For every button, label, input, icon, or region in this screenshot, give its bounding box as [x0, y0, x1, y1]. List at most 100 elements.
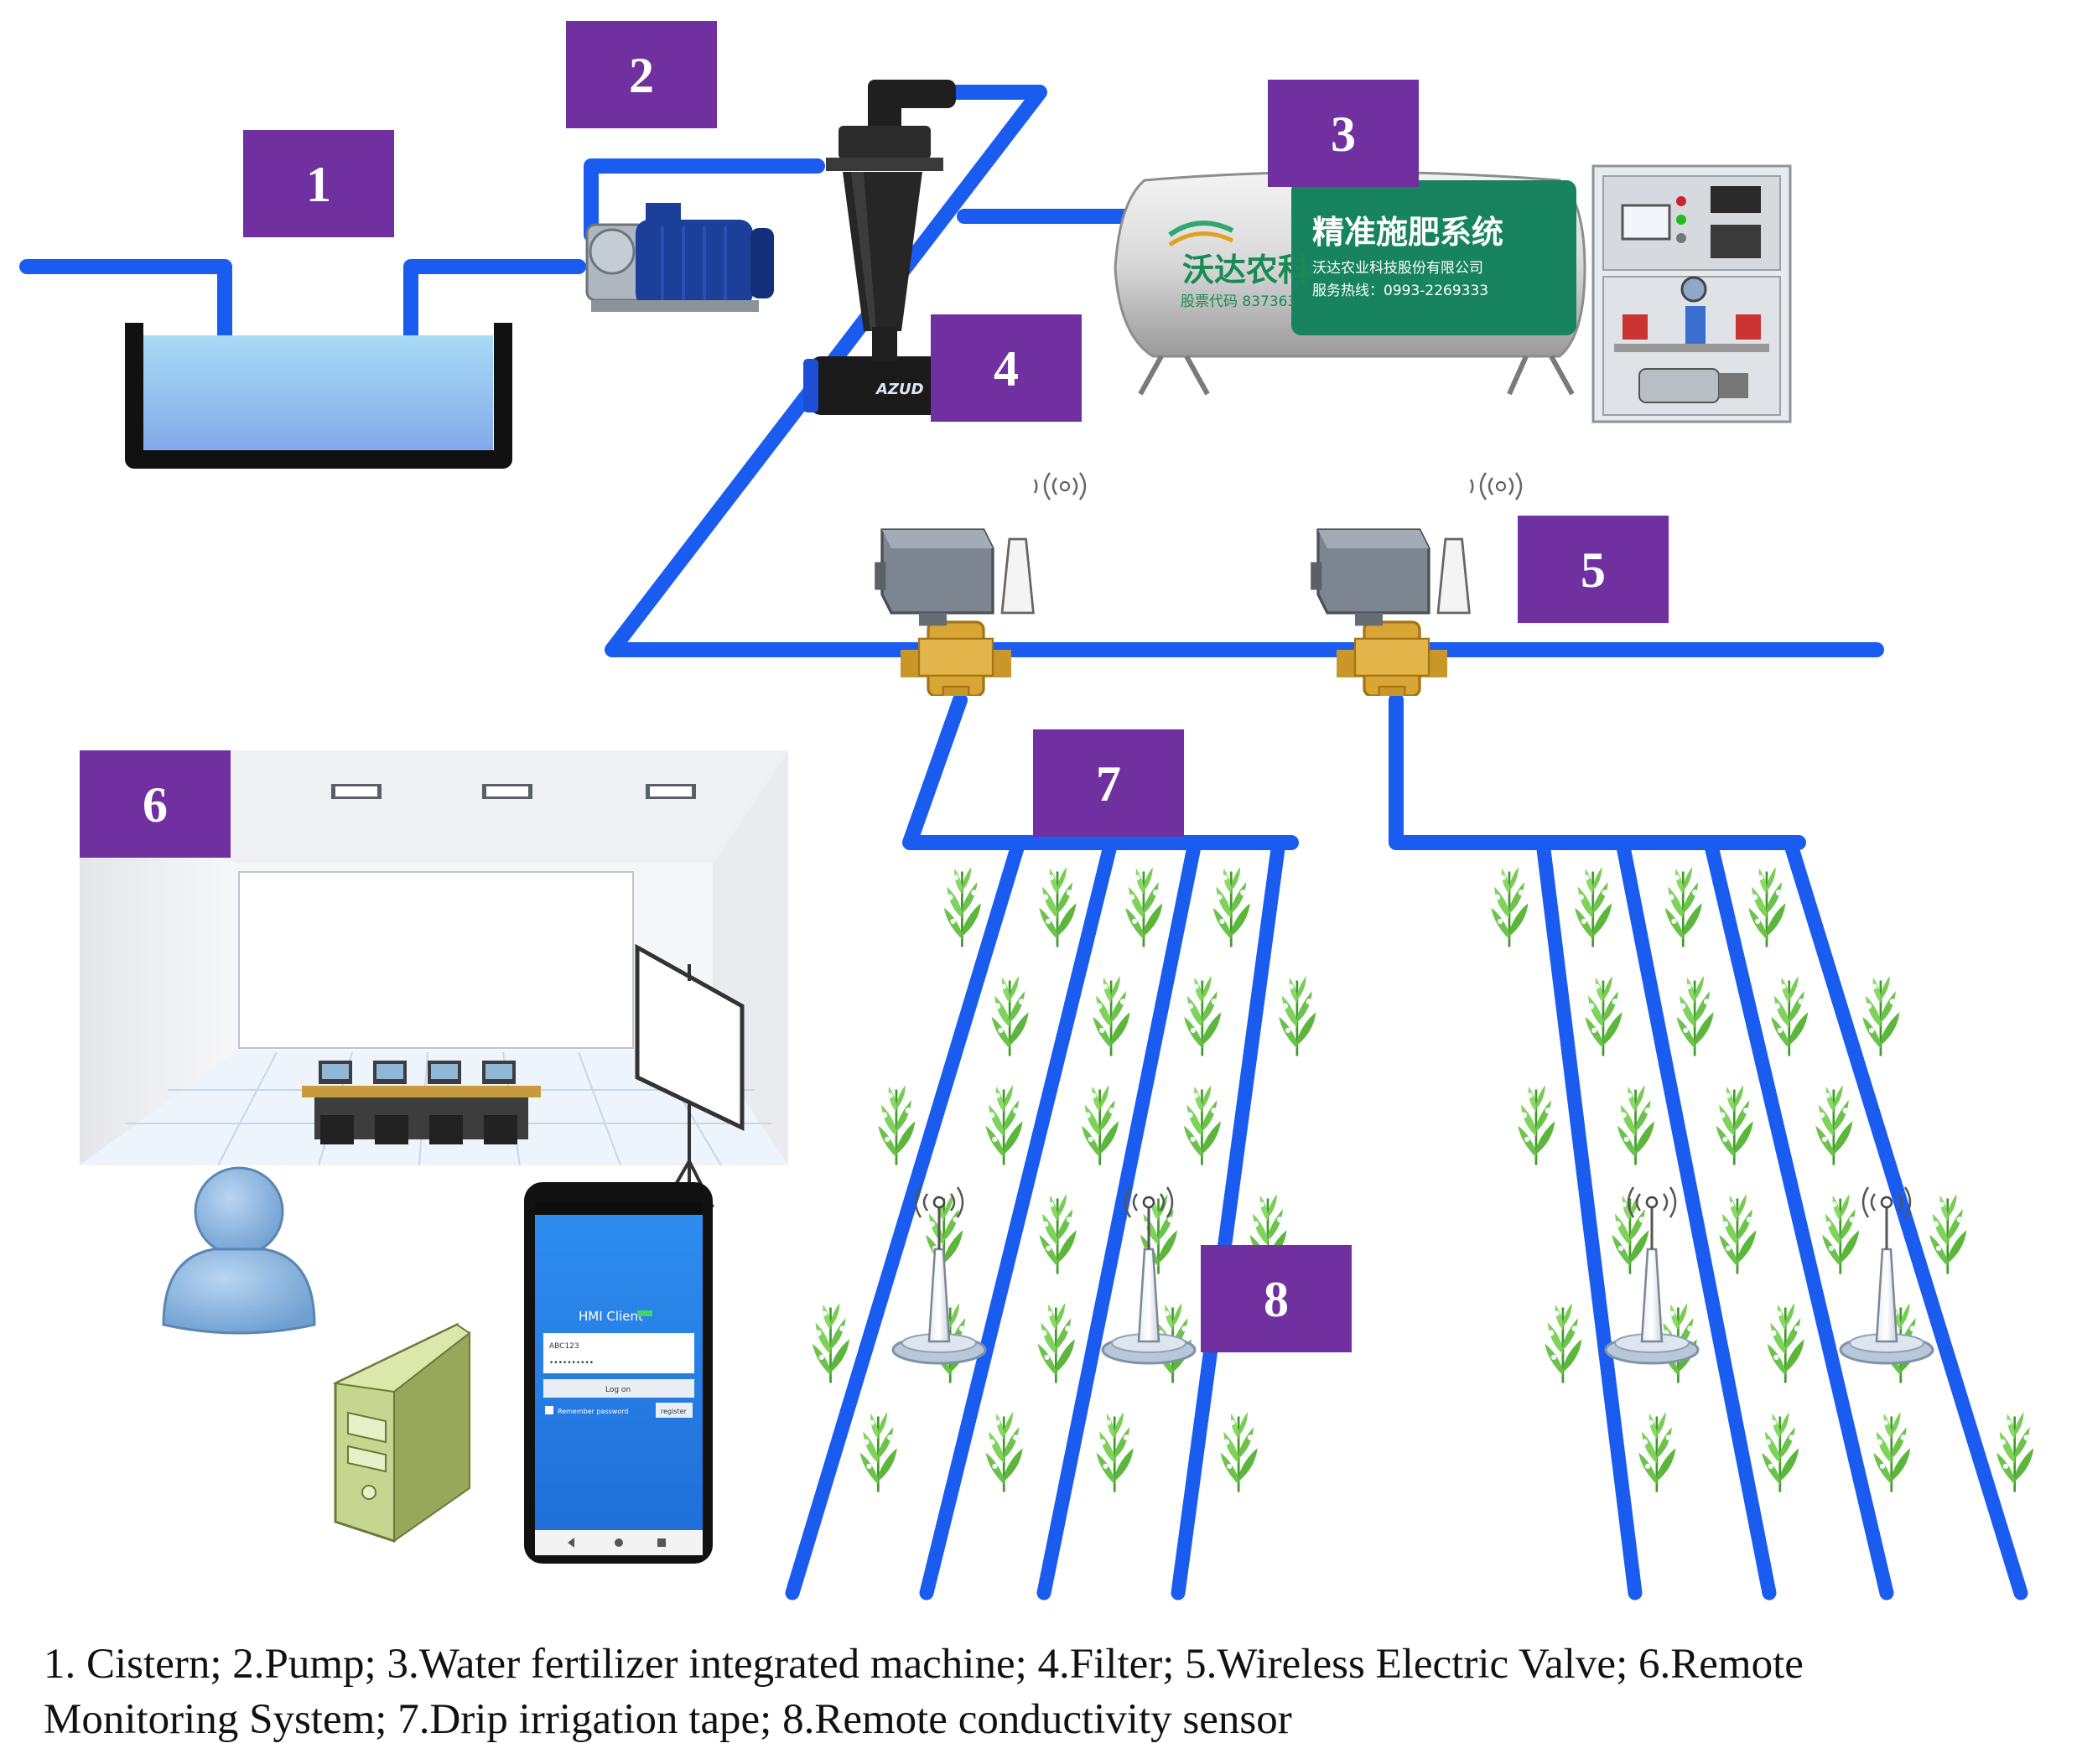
tank-brand-logo: 沃达农科: [1182, 252, 1310, 288]
fertilizer-tank: 沃达农科 股票代码 837363 精准施肥系统 沃达农业科技股份有限公司 服务热…: [1114, 170, 1586, 396]
pump-to-filter-pipe: [584, 158, 825, 242]
login-button[interactable]: [543, 1379, 694, 1398]
label-box-3: 3: [1268, 80, 1419, 187]
svg-text:3: 3: [1331, 106, 1356, 162]
plant-icon: [1212, 865, 1252, 947]
cistern-water: [141, 335, 493, 459]
svg-text:8: 8: [1264, 1272, 1289, 1327]
caption-line-1: 1. Cistern; 2.Pump; 3.Water fertilizer i…: [44, 1641, 1804, 1688]
caption-line-2: Monitoring System; 7.Drip irrigation tap…: [44, 1696, 1292, 1743]
plant-icon: [1516, 1083, 1556, 1165]
plant-icon: [1715, 1083, 1755, 1165]
drip-tape-5: [1535, 835, 1643, 1601]
password-value: ••••••••••: [549, 1359, 594, 1367]
plant-icon: [1092, 974, 1131, 1056]
drip-tape-2: [919, 835, 1119, 1601]
drip-tape-1: [785, 835, 1026, 1601]
plant-icon: [1995, 1410, 2035, 1492]
svg-text:6: 6: [143, 777, 168, 833]
plant-field: [811, 865, 2035, 1492]
label-box-7: 7: [1033, 729, 1184, 837]
register-button-label: register: [661, 1408, 688, 1415]
username-field[interactable]: [543, 1333, 694, 1373]
pump: [585, 203, 774, 312]
drip-tape-4: [1171, 835, 1286, 1601]
tank-company: 沃达农业科技股份有限公司: [1312, 260, 1483, 277]
plant-icon: [1760, 1410, 1800, 1492]
label-box-4: 4: [931, 314, 1082, 422]
server-tower-icon: [332, 1322, 471, 1543]
remember-label: Remember password: [558, 1408, 628, 1415]
plant-icon: [1490, 865, 1529, 947]
drip-tape-7: [1703, 835, 1894, 1601]
username-value: ABC123: [549, 1342, 579, 1351]
cistern-walls: [125, 323, 512, 469]
login-button-label: Log on: [605, 1386, 631, 1394]
figure-caption: 1. Cistern; 2.Pump; 3.Water fertilizer i…: [44, 1637, 2056, 1747]
plant-icon: [1038, 865, 1077, 947]
plant-icon: [1820, 1192, 1861, 1274]
plant-icon: [1928, 1192, 1968, 1274]
plant-icon: [990, 974, 1031, 1056]
plant-icon: [1718, 1192, 1757, 1274]
plant-icon: [876, 1083, 916, 1165]
register-button[interactable]: [656, 1403, 693, 1418]
tank-system-name: 精准施肥系统: [1312, 214, 1503, 251]
plant-icon: [1080, 1083, 1120, 1165]
cistern: [125, 323, 512, 469]
plant-icon: [1124, 865, 1164, 947]
plant-icon: [1543, 1301, 1583, 1383]
component-labels: 1 2 3 4 5 6 7 8: [80, 21, 1669, 1352]
svg-text:5: 5: [1581, 542, 1606, 598]
label-box-5: 5: [1518, 516, 1669, 623]
app-title: HMI Client: [579, 1309, 643, 1324]
user-icon: [162, 1166, 316, 1335]
right-branch-pipe: [1389, 693, 1806, 850]
plant-icon: [1277, 974, 1317, 1056]
tank-hotline: 服务热线：0993-2269333: [1312, 283, 1488, 299]
monitoring-room: [80, 750, 788, 1216]
svg-text:1: 1: [306, 157, 331, 212]
label-box-1: 1: [243, 130, 394, 237]
svg-text:4: 4: [994, 341, 1019, 397]
control-cabinet: [1591, 164, 1792, 423]
svg-text:7: 7: [1096, 756, 1121, 812]
mobile-phone: HMI Client ABC123 •••••••••• Log on Reme…: [524, 1182, 713, 1564]
plant-icon: [811, 1301, 851, 1383]
label-box-2: 2: [566, 21, 717, 128]
wireless-electric-valve-left: [873, 471, 1087, 696]
tank-stock-code: 股票代码 837363: [1181, 293, 1296, 310]
plant-icon: [1861, 974, 1901, 1056]
plant-icon: [1584, 974, 1623, 1056]
plant-icon: [942, 865, 983, 947]
plant-icon: [1616, 1083, 1656, 1165]
remember-checkbox[interactable]: [545, 1406, 553, 1414]
projector-screen-icon: [635, 943, 745, 1216]
plant-icon: [859, 1410, 899, 1492]
plant-icon: [1036, 1301, 1077, 1383]
plant-icon: [1219, 1410, 1259, 1492]
plant-icon: [984, 1410, 1025, 1492]
drip-tape-3: [1036, 835, 1202, 1601]
plant-icon: [1664, 865, 1704, 947]
plant-icon: [1573, 865, 1613, 947]
left-branch-pipe: [902, 693, 1299, 850]
drip-tape-8: [1783, 835, 2028, 1601]
label-box-8: 8: [1201, 1245, 1352, 1352]
plant-icon: [1182, 974, 1223, 1056]
plant-icon: [1747, 865, 1787, 947]
plant-icon: [1637, 1410, 1677, 1492]
plant-icon: [1675, 974, 1715, 1056]
plant-icon: [1766, 1301, 1806, 1383]
filter-brand: AZUD: [875, 381, 924, 398]
wireless-electric-valve-right: [1309, 471, 1523, 696]
drip-tape-6: [1615, 835, 1777, 1601]
plant-icon: [1610, 1192, 1650, 1274]
label-box-6: 6: [80, 750, 231, 858]
plant-icon: [1182, 1083, 1223, 1165]
plant-icon: [1814, 1083, 1854, 1165]
plant-icon: [1038, 1192, 1078, 1274]
plant-icon: [984, 1083, 1024, 1165]
plant-icon: [1769, 974, 1809, 1056]
